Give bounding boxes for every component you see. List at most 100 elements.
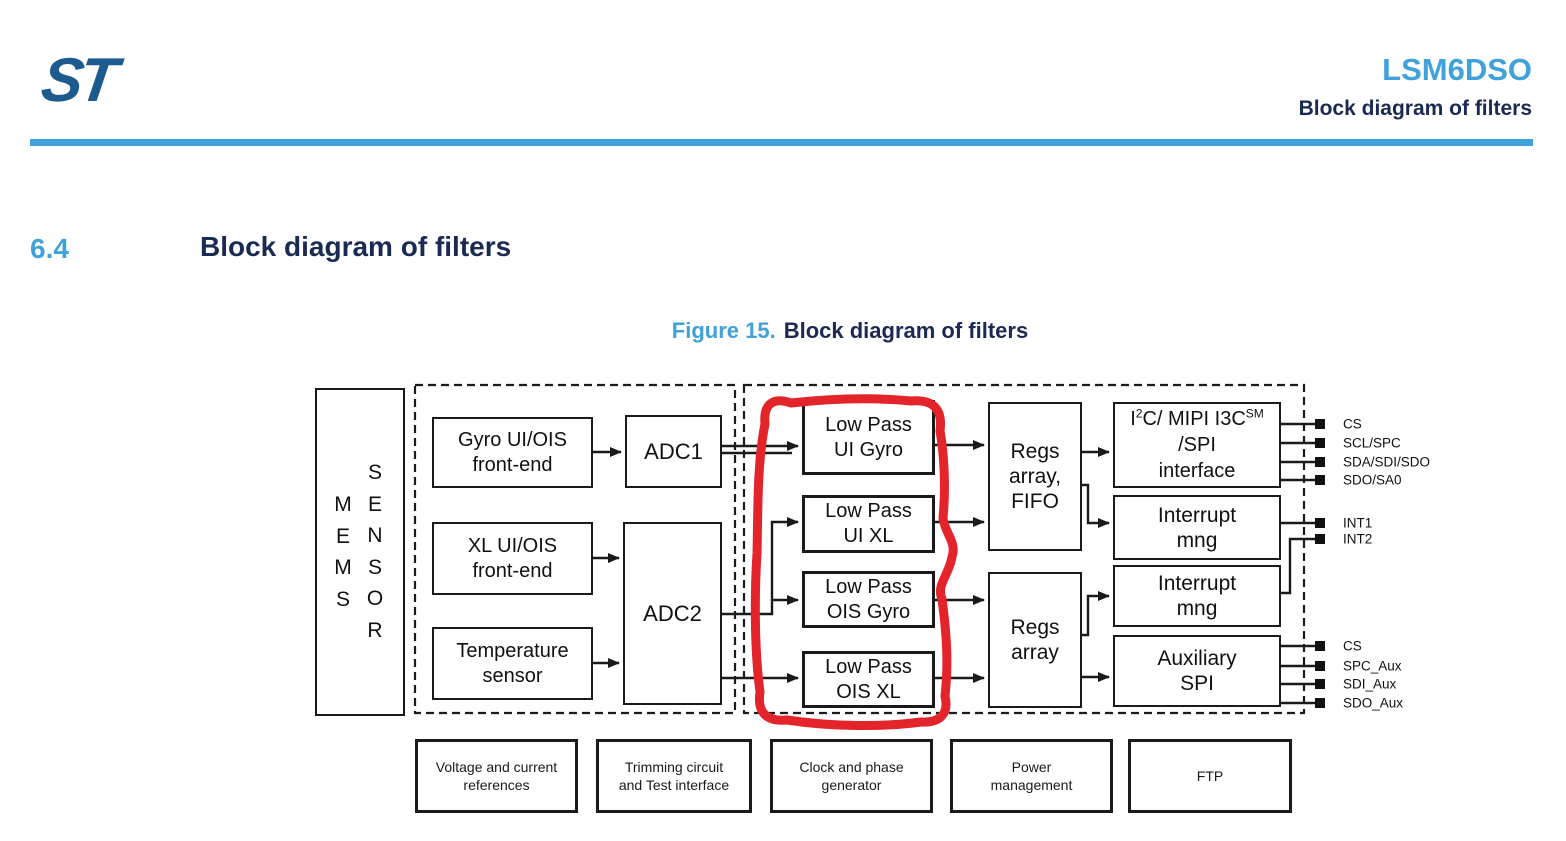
label-line: Power: [1011, 759, 1052, 775]
label-line: XL UI/OIS: [467, 534, 558, 557]
pin-label-cs: CS: [1343, 416, 1362, 432]
label-frag: C/ MIPI I3C: [1142, 408, 1246, 430]
product-name: LSM6DSO: [1382, 52, 1532, 87]
label-line: Gyro UI/OIS: [458, 428, 567, 451]
label-line: SPI: [1180, 672, 1214, 695]
label-line: front-end: [472, 559, 553, 582]
pin-square: [1315, 457, 1325, 467]
label-line: mng: [1176, 597, 1218, 620]
block-xl-frontend: XL UI/OIS front-end: [432, 522, 593, 595]
mems-letter: S: [335, 587, 350, 611]
label-line: ADC1: [644, 439, 703, 464]
pin-squares: [1315, 419, 1325, 708]
block-regs-array-fifo: Regs array, FIFO: [988, 402, 1082, 551]
label-line: front-end: [472, 453, 553, 476]
block-temperature-sensor: Temperature sensor: [432, 627, 593, 700]
label-line: Low Pass: [825, 575, 912, 598]
header-subtitle: Block diagram of filters: [1298, 97, 1532, 120]
block-interrupt-mng-1: Interrupt mng: [1113, 495, 1281, 560]
block-gyro-frontend: Gyro UI/OIS front-end: [432, 417, 593, 488]
label-line: Interrupt: [1157, 572, 1237, 595]
pin-square: [1315, 419, 1325, 429]
label-line: references: [463, 777, 530, 793]
sensor-letter: S: [367, 555, 382, 579]
sensor-vertical-label: S E N S O R: [362, 457, 388, 647]
block-adc2: ADC2: [623, 522, 722, 705]
sensor-letter: R: [367, 618, 383, 642]
figure-caption: Figure 15. Block diagram of filters: [300, 318, 1400, 344]
pin-square: [1315, 679, 1325, 689]
figure-label: Figure 15.: [671, 318, 776, 343]
label-line: Voltage and current: [435, 759, 558, 775]
st-logo-text: ST: [37, 46, 119, 115]
label-line: Clock and phase: [799, 759, 904, 775]
pin-square: [1315, 661, 1325, 671]
block-lowpass-ui-gyro: Low Pass UI Gyro: [802, 400, 935, 475]
pin-label-sdo-sa0: SDO/SA0: [1343, 472, 1402, 488]
label-line: /SPI: [1178, 434, 1216, 456]
mems-vertical-label: M E M S: [330, 489, 356, 615]
label-line: array: [1011, 641, 1059, 664]
label-line: Low Pass: [825, 413, 912, 436]
pin-square: [1315, 518, 1325, 528]
mems-letter: M: [334, 556, 352, 580]
pin-label-int1: INT1: [1343, 515, 1373, 531]
block-voltage-current-references: Voltage and current references: [415, 739, 578, 813]
sensor-letter: E: [367, 492, 382, 516]
label-line: interface: [1158, 460, 1236, 482]
pin-square: [1315, 698, 1325, 708]
block-lowpass-ois-gyro: Low Pass OIS Gyro: [802, 571, 935, 628]
pin-label-cs-aux: CS: [1343, 638, 1362, 654]
label-line: OIS Gyro: [826, 600, 911, 623]
label-line: Low Pass: [825, 655, 912, 678]
sensor-letter: S: [367, 461, 382, 484]
label-line: I2C/ MIPI I3CSM: [1130, 406, 1264, 432]
label-line: Regs: [1010, 616, 1060, 639]
block-mems-sensor: [315, 388, 405, 716]
figure-title: Block diagram of filters: [783, 318, 1029, 343]
block-regs-array: Regs array: [988, 572, 1082, 708]
label-line: OIS XL: [836, 680, 901, 703]
pin-label-spc-aux: SPC_Aux: [1343, 658, 1402, 674]
label-line: and Test interface: [618, 777, 730, 793]
block-auxiliary-spi: Auxiliary SPI: [1113, 635, 1281, 707]
sensor-letter: N: [367, 524, 383, 548]
block-ftp: FTP: [1128, 739, 1292, 813]
pin-square: [1315, 438, 1325, 448]
block-i2c-i3c-spi-interface: I2C/ MIPI I3CSM /SPI interface: [1113, 402, 1281, 488]
header-rule: [30, 139, 1533, 146]
block-power-management: Power management: [950, 739, 1113, 813]
block-lowpass-ui-xl: Low Pass UI XL: [802, 495, 935, 553]
label-line: management: [990, 777, 1073, 793]
label-line: UI XL: [843, 525, 894, 547]
label-line: generator: [821, 777, 882, 793]
block-adc1: ADC1: [625, 415, 722, 488]
label-line: FTP: [1196, 768, 1224, 784]
pin-wires: [1281, 422, 1318, 705]
label-line: Interrupt: [1157, 503, 1237, 527]
block-interrupt-mng-2: Interrupt mng: [1113, 565, 1281, 627]
label-line: Auxiliary: [1157, 647, 1237, 670]
pin-square: [1315, 475, 1325, 485]
pin-label-sda-sdi-sdo: SDA/SDI/SDO: [1343, 454, 1431, 470]
st-logo: ST: [37, 46, 146, 115]
block-clock-phase-generator: Clock and phase generator: [770, 739, 933, 813]
label-line: Low Pass: [825, 500, 912, 522]
label-line: mng: [1176, 528, 1218, 552]
section-title: Block diagram of filters: [200, 231, 512, 262]
sensor-letter: O: [366, 587, 384, 611]
label-line: ADC2: [643, 601, 702, 626]
pin-label-sdi-aux: SDI_Aux: [1343, 676, 1397, 692]
pin-square: [1315, 641, 1325, 651]
pin-label-int2: INT2: [1343, 531, 1373, 547]
label-line: Regs: [1010, 440, 1060, 463]
label-line: sensor: [482, 664, 543, 687]
block-lowpass-ois-xl: Low Pass OIS XL: [802, 651, 935, 708]
section-number: 6.4: [30, 233, 69, 264]
mems-letter: E: [335, 524, 350, 548]
pin-square: [1315, 534, 1325, 544]
label-superscript: SM: [1245, 406, 1264, 421]
pin-label-scl-spc: SCL/SPC: [1343, 435, 1401, 451]
